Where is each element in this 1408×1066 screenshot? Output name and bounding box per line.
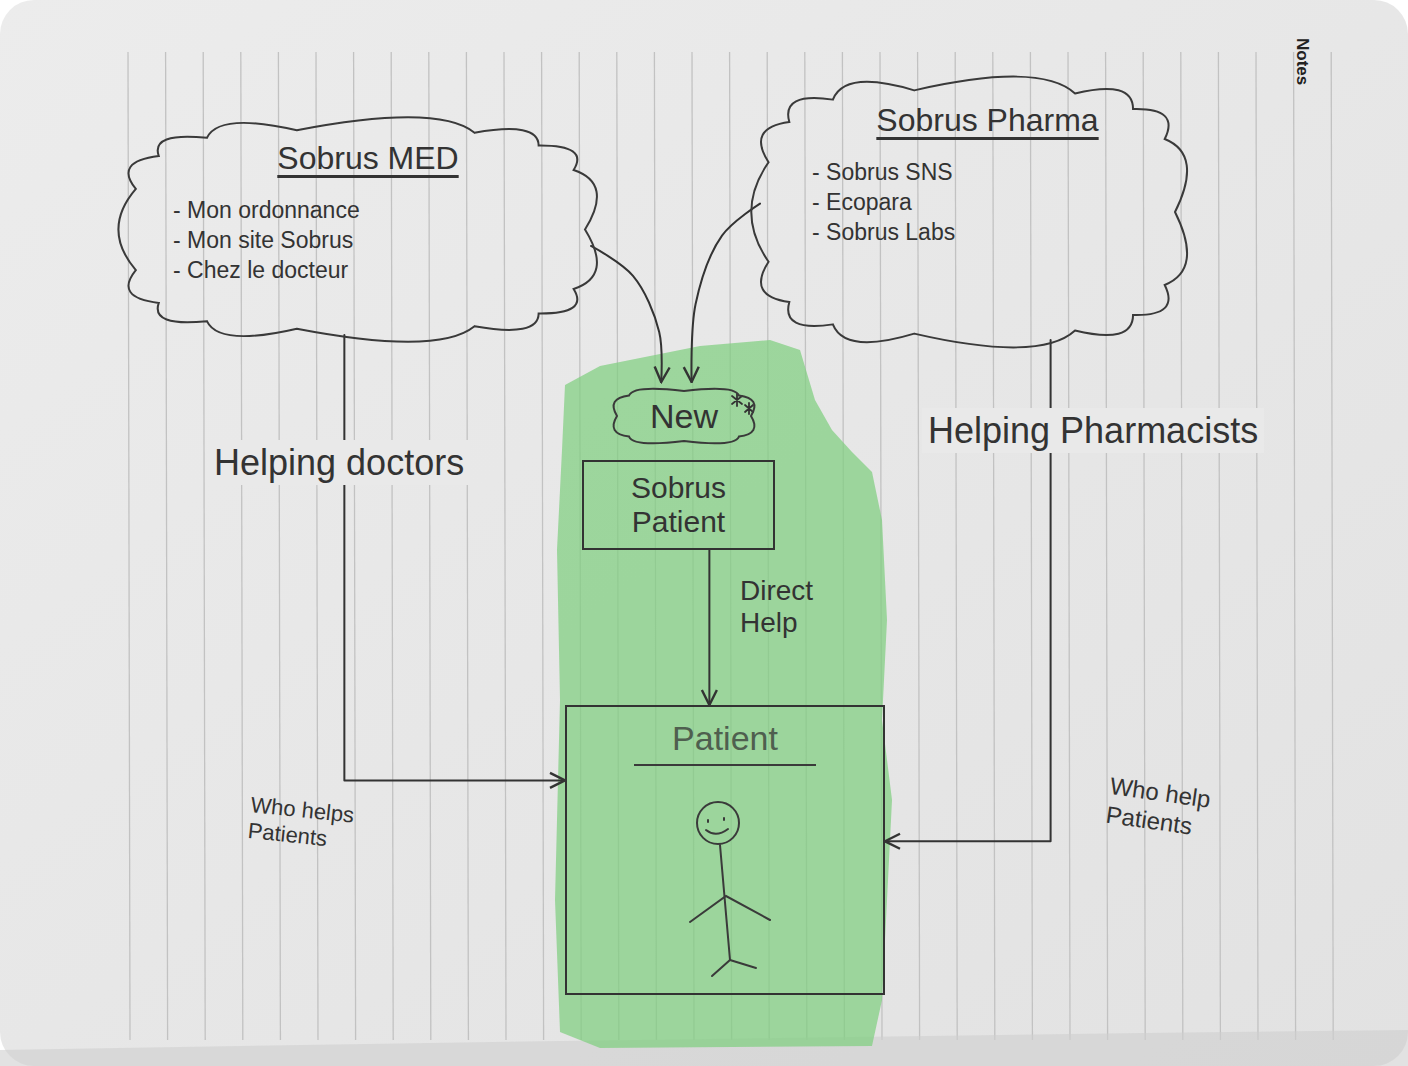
- arrow-connector: [691, 204, 760, 382]
- cloud-shape: [751, 77, 1187, 348]
- figure-legs: [712, 960, 756, 976]
- ruled-line: [166, 52, 168, 1040]
- product-cloud: Sobrus Pharma - Sobrus SNS- Ecopara- Sobr…: [748, 72, 1193, 352]
- list-item: - Chez le docteur: [173, 255, 563, 285]
- ruled-line: [955, 52, 957, 1040]
- stick-figure: [690, 802, 770, 976]
- edge-label: Helping Pharmacists: [922, 408, 1264, 453]
- patient-box: Patient: [565, 705, 885, 995]
- figure-arms: [690, 896, 770, 922]
- ruled-line: [1068, 52, 1070, 1040]
- list-item: - Mon ordonnance: [173, 195, 563, 225]
- highlight-region: [555, 340, 892, 1048]
- list-item: - Mon site Sobrus: [173, 225, 563, 255]
- node-heading: Sobrus Pharma: [812, 102, 1163, 139]
- cloud-shape: [118, 117, 597, 341]
- edge-label: Direct Help: [740, 575, 850, 639]
- arrow-connector: [708, 550, 710, 705]
- figure-eyes: [708, 818, 724, 822]
- edge-label: Helping doctors: [208, 440, 470, 485]
- ruled-line: [1143, 52, 1145, 1040]
- ruled-line: [1106, 52, 1108, 1040]
- cloud-shape: [614, 389, 755, 444]
- figure-head: [697, 802, 739, 844]
- node-heading: New: [650, 397, 718, 436]
- node-heading: Patient: [634, 719, 816, 766]
- arrow-connector: [591, 246, 662, 382]
- arrow-connector: [344, 335, 565, 780]
- annotation-note: Who helps Patients: [246, 792, 366, 857]
- ruled-line: [1331, 52, 1333, 1040]
- node-heading: Sobrus Patient: [594, 471, 763, 538]
- ruled-line: [1218, 52, 1220, 1040]
- annotation-note: Who help Patients: [1104, 772, 1229, 845]
- ruled-line: [429, 52, 431, 1040]
- ruled-line: [1030, 52, 1032, 1040]
- ruled-line: [1256, 52, 1258, 1040]
- product-cloud: Sobrus MED - Mon ordonnance- Mon site Sob…: [115, 112, 603, 347]
- ruled-line: [504, 52, 506, 1040]
- list-item: - Sobrus SNS: [812, 157, 1163, 187]
- list-item: - Sobrus Labs: [812, 217, 1163, 247]
- ruled-line: [466, 52, 468, 1040]
- ruled-line: [1294, 52, 1296, 1040]
- figure-body: [720, 845, 730, 960]
- new-badge-cloud: New: [608, 382, 760, 450]
- product-box: Sobrus Patient: [582, 460, 775, 550]
- star: [745, 403, 753, 414]
- figure-smile: [706, 829, 728, 834]
- page-header: Notes: [1292, 38, 1312, 85]
- node-heading: Sobrus MED: [173, 140, 563, 177]
- ruled-line: [993, 52, 995, 1040]
- list-item: - Ecopara: [812, 187, 1163, 217]
- ruled-line: [918, 52, 920, 1040]
- ruled-line: [391, 52, 393, 1040]
- ruled-line: [542, 52, 544, 1040]
